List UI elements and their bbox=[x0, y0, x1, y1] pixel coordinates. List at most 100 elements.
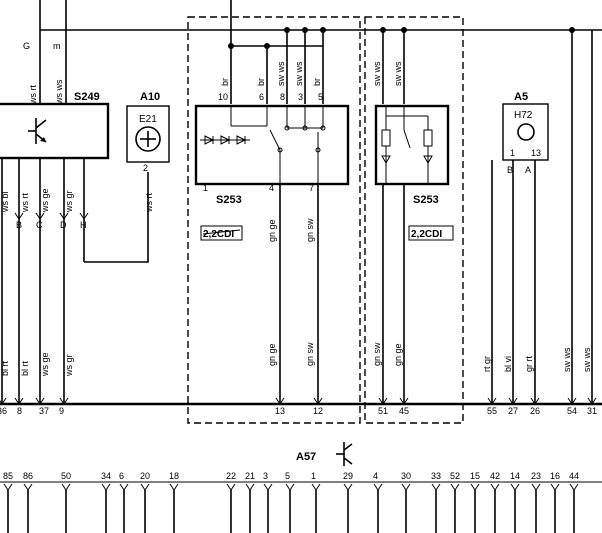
wire-label-g: G bbox=[23, 41, 30, 51]
bus-pin-number: 8 bbox=[17, 406, 22, 416]
pin-label: 13 bbox=[531, 148, 541, 158]
s253b-label: S253 bbox=[413, 194, 439, 206]
wire-color-label: rt gr bbox=[482, 356, 492, 372]
variant-tag-1-text: 2,2CDI bbox=[203, 229, 234, 240]
pin-label: C bbox=[36, 220, 43, 230]
a57-pin-number: 18 bbox=[169, 471, 179, 481]
a10-e21-label: E21 bbox=[139, 114, 157, 125]
wire-color-label: gn ge bbox=[267, 343, 277, 366]
wire-color-label: gn sw bbox=[372, 342, 382, 366]
a57-pin-marker bbox=[343, 483, 353, 491]
wire-color-label: ws rt bbox=[20, 193, 30, 213]
a57-pin-number: 85 bbox=[3, 471, 13, 481]
wire-color-label: ws rt bbox=[144, 193, 154, 213]
a57-pin-marker bbox=[569, 483, 579, 491]
pin-label: 7 bbox=[309, 183, 314, 193]
wire-color-label: br bbox=[220, 78, 230, 86]
a57-pin-number: 29 bbox=[343, 471, 353, 481]
a57-pin-marker bbox=[285, 483, 295, 491]
a57-pin-marker bbox=[373, 483, 383, 491]
wire-color-label: gn sw bbox=[305, 218, 315, 242]
pin-label: 10 bbox=[218, 92, 228, 102]
bus-pin-number: 51 bbox=[378, 406, 388, 416]
variant-tag-2 bbox=[408, 225, 454, 241]
s249-pins bbox=[14, 212, 89, 220]
a57-pin-number: 44 bbox=[569, 471, 579, 481]
bus-pin-number: 36 bbox=[0, 406, 7, 416]
a57-pin-marker bbox=[431, 483, 441, 491]
a57-pin-number: 14 bbox=[510, 471, 520, 481]
a57-pin-number: 15 bbox=[470, 471, 480, 481]
wire-color-label: bl rt bbox=[0, 360, 10, 376]
pin-label: A bbox=[525, 165, 531, 175]
wire-color-label: sw ws bbox=[582, 347, 592, 372]
a57-pin-marker bbox=[531, 483, 541, 491]
bus-pin-number: 37 bbox=[39, 406, 49, 416]
a57-pin-marker bbox=[140, 483, 150, 491]
s249-label: S249 bbox=[74, 91, 100, 103]
a10-pin: 2 bbox=[143, 163, 148, 173]
pin-label: D bbox=[60, 220, 67, 230]
a57-pin-marker bbox=[550, 483, 560, 491]
a57-pin-number: 52 bbox=[450, 471, 460, 481]
led-icon bbox=[200, 135, 250, 145]
pin-label: 1 bbox=[203, 183, 208, 193]
wire-color-label: ws ge bbox=[40, 188, 50, 213]
variant-group-1 bbox=[187, 16, 361, 424]
wire-color-label: ws ge bbox=[40, 352, 50, 377]
a5-box bbox=[502, 103, 549, 161]
pin-label: 4 bbox=[269, 183, 274, 193]
bus-pin-markers bbox=[0, 397, 597, 405]
s253b-box bbox=[374, 104, 450, 186]
wire-color-label: sw ws bbox=[562, 347, 572, 372]
bus-pin-number: 27 bbox=[508, 406, 518, 416]
pin-label: 8 bbox=[280, 92, 285, 102]
wire-color-label: sw ws bbox=[372, 61, 382, 86]
a10-box bbox=[126, 105, 170, 163]
a57-pin-number: 30 bbox=[401, 471, 411, 481]
a57-pin-number: 34 bbox=[101, 471, 111, 481]
a57-pin-number: 4 bbox=[373, 471, 378, 481]
a57-pin-marker bbox=[119, 483, 129, 491]
bus-pin-number: 9 bbox=[59, 406, 64, 416]
a57-pin-marker bbox=[490, 483, 500, 491]
a57-pin-number: 20 bbox=[140, 471, 150, 481]
wire-color-label: bl vi bbox=[503, 356, 513, 372]
a57-pin-marker bbox=[450, 483, 460, 491]
a57-pin-number: 21 bbox=[245, 471, 255, 481]
switch-icon bbox=[403, 129, 411, 149]
a5-h72-label: H72 bbox=[514, 110, 533, 121]
wire-color-label: ws gr bbox=[64, 354, 74, 377]
bus-pin-number: 45 bbox=[399, 406, 409, 416]
a57-pin-number: 16 bbox=[550, 471, 560, 481]
wire-color-label: br bbox=[312, 78, 322, 86]
a57-pin-marker bbox=[263, 483, 273, 491]
s253a-box bbox=[194, 104, 350, 186]
wire-color-label: sw ws bbox=[294, 61, 304, 86]
a57-pin-number: 22 bbox=[226, 471, 236, 481]
a57-pin-marker bbox=[510, 483, 520, 491]
pin-label: 6 bbox=[259, 92, 264, 102]
wire-color-label: ws gr bbox=[64, 190, 74, 213]
a57-pin-marker bbox=[101, 483, 111, 491]
bus-pin-number: 12 bbox=[313, 406, 323, 416]
s249-box bbox=[0, 102, 110, 160]
lamp-icon bbox=[135, 126, 161, 152]
bus-pin-number: 54 bbox=[567, 406, 577, 416]
wire-color-label: gn ge bbox=[267, 219, 277, 242]
a57-pin-marker bbox=[61, 483, 71, 491]
wire-color-label: ws rt bbox=[28, 85, 38, 105]
wire-color-label: br bbox=[256, 78, 266, 86]
a5-label: A5 bbox=[514, 91, 528, 103]
pin-label: H bbox=[80, 220, 87, 230]
a57-pin-number: 86 bbox=[23, 471, 33, 481]
a57-pin-number: 3 bbox=[263, 471, 268, 481]
bus-pin-number: 13 bbox=[275, 406, 285, 416]
bus-pin-number: 31 bbox=[587, 406, 597, 416]
pin-label: 5 bbox=[318, 92, 323, 102]
pin-label: 3 bbox=[298, 92, 303, 102]
wire-color-label: sw ws bbox=[276, 61, 286, 86]
wire-color-label: gn sw bbox=[305, 342, 315, 366]
wire-color-label: sw ws bbox=[393, 61, 403, 86]
a57-pin-number: 42 bbox=[490, 471, 500, 481]
